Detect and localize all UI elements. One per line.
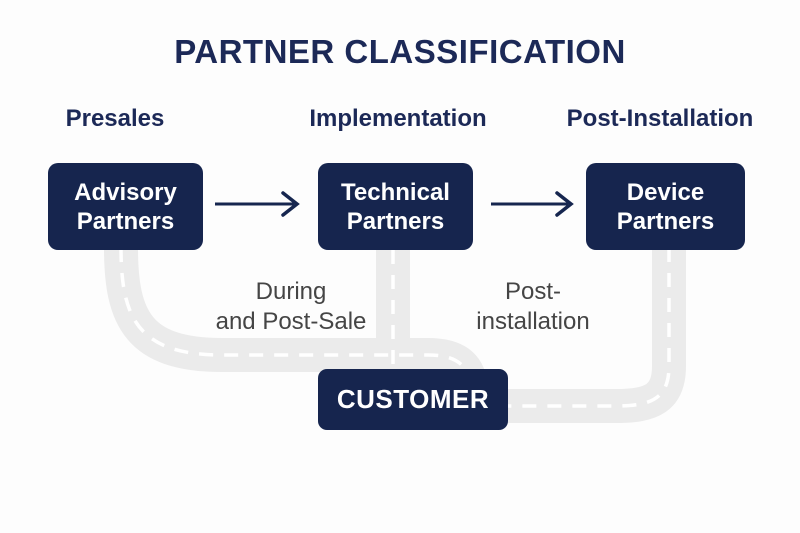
customer-box: CUSTOMER bbox=[318, 369, 508, 430]
technical-partners-label-line2: Partners bbox=[346, 207, 445, 235]
stage-label-presales: Presales bbox=[65, 105, 165, 132]
road-label-postinstall-line2: installation bbox=[476, 308, 590, 335]
advisory-partners-label-line2: Partners bbox=[76, 207, 175, 235]
advisory-partners-label-line1: Advisory bbox=[74, 178, 177, 206]
road-label-postinstall-line1: Post- bbox=[504, 278, 561, 305]
advisory-partners-box: Advisory Partners bbox=[48, 163, 203, 250]
road-label-during-line2: and Post-Sale bbox=[215, 308, 367, 335]
stage-label-post-installation: Post-Installation bbox=[566, 105, 754, 132]
device-partners-label-line1: Device bbox=[626, 178, 705, 206]
device-partners-label-line2: Partners bbox=[616, 207, 715, 235]
road-label-during-and-post-sale: During and Post-Sale bbox=[191, 277, 391, 337]
technical-partners-label-line1: Technical bbox=[341, 178, 450, 206]
device-partners-box: Device Partners bbox=[586, 163, 745, 250]
flow-arrow-advisory-to-technical bbox=[215, 191, 300, 217]
stage-label-implementation: Implementation bbox=[309, 105, 487, 132]
customer-label: CUSTOMER bbox=[336, 384, 490, 414]
technical-partners-box: Technical Partners bbox=[318, 163, 473, 250]
road-label-post-installation: Post- installation bbox=[433, 277, 633, 337]
flow-arrow-technical-to-device bbox=[491, 191, 574, 217]
road-right-centerline bbox=[506, 248, 671, 408]
road-label-during-line1: During bbox=[255, 278, 327, 305]
page-title: PARTNER CLASSIFICATION bbox=[174, 33, 626, 70]
